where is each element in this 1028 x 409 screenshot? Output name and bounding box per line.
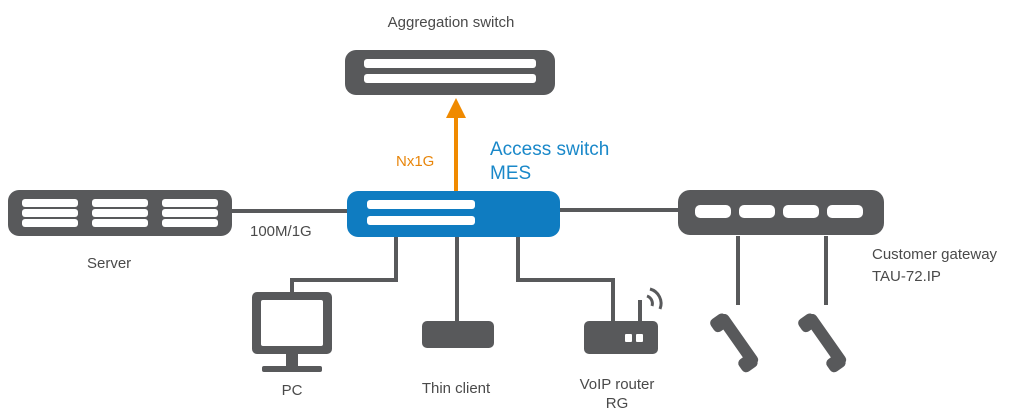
uplink-arrow xyxy=(446,98,466,192)
access-switch-label-line2: MES xyxy=(490,163,531,184)
thin-client-label: Thin client xyxy=(422,380,491,397)
gateway-label-line2: TAU-72.IP xyxy=(872,268,941,285)
phone-icon xyxy=(710,313,759,373)
gateway-label-line1: Customer gateway xyxy=(872,246,998,263)
uplink-label: Nx1G xyxy=(396,153,434,170)
access-switch-label-line1: Access switch xyxy=(490,139,609,160)
aggregation-switch-label: Aggregation switch xyxy=(388,14,515,31)
server-icon xyxy=(8,190,232,236)
thin-client-icon xyxy=(422,321,494,348)
connections xyxy=(232,208,828,323)
monitor-icon xyxy=(252,292,332,372)
wifi-router-icon xyxy=(584,287,663,354)
aggregation-switch xyxy=(345,50,555,95)
voip-router-label-line1: VoIP router xyxy=(580,376,655,393)
pc-link-line xyxy=(290,237,398,292)
pc-label: PC xyxy=(282,382,303,399)
customer-gateway xyxy=(678,190,884,235)
voip-router-label-line2: RG xyxy=(606,395,629,409)
voip-link-line xyxy=(516,237,615,323)
phone-icon xyxy=(798,313,847,373)
access-switch xyxy=(347,191,560,237)
server-link-label: 100M/1G xyxy=(250,223,312,240)
server-label: Server xyxy=(87,255,131,272)
